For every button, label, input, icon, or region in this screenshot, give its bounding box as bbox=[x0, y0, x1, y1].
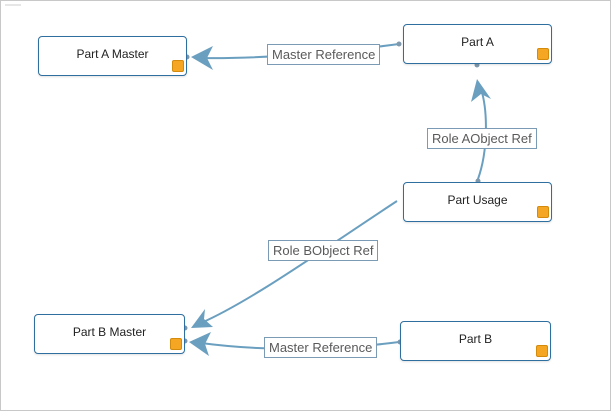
node-part-a-master[interactable]: Part A Master bbox=[38, 36, 187, 76]
node-part-b[interactable]: Part B bbox=[400, 321, 551, 361]
arrowhead-part-b-master-from-part-b bbox=[189, 332, 211, 356]
node-label: Part B bbox=[458, 332, 493, 346]
arrowhead-part-a bbox=[471, 79, 491, 102]
edge-label-role-bobject-ref[interactable]: Role BObject Ref bbox=[268, 240, 379, 261]
node-label: Part B Master bbox=[72, 325, 147, 339]
node-part-usage[interactable]: Part Usage bbox=[403, 182, 552, 222]
status-badge-icon bbox=[170, 338, 182, 350]
status-badge-icon bbox=[537, 48, 549, 60]
edge-label-master-reference-b[interactable]: Master Reference bbox=[264, 337, 378, 358]
node-label: Part A bbox=[461, 35, 494, 49]
canvas-corner-mark bbox=[5, 4, 21, 6]
node-label: Part A Master bbox=[76, 47, 149, 61]
edge-part-usage-to-part-b-master[interactable] bbox=[200, 200, 398, 324]
node-part-a[interactable]: Part A bbox=[403, 24, 552, 64]
edge-label-master-reference-a[interactable]: Master Reference bbox=[267, 44, 381, 65]
edge-label-role-aobject-ref[interactable]: Role AObject Ref bbox=[427, 128, 537, 149]
node-part-b-master[interactable]: Part B Master bbox=[34, 314, 185, 354]
node-label: Part Usage bbox=[447, 193, 508, 207]
port-part-a-left bbox=[396, 41, 402, 47]
arrowhead-part-a-master bbox=[191, 46, 213, 70]
status-badge-icon bbox=[537, 206, 549, 218]
status-badge-icon bbox=[172, 60, 184, 72]
status-badge-icon bbox=[536, 345, 548, 357]
arrowhead-part-b-master-from-usage bbox=[191, 309, 213, 328]
